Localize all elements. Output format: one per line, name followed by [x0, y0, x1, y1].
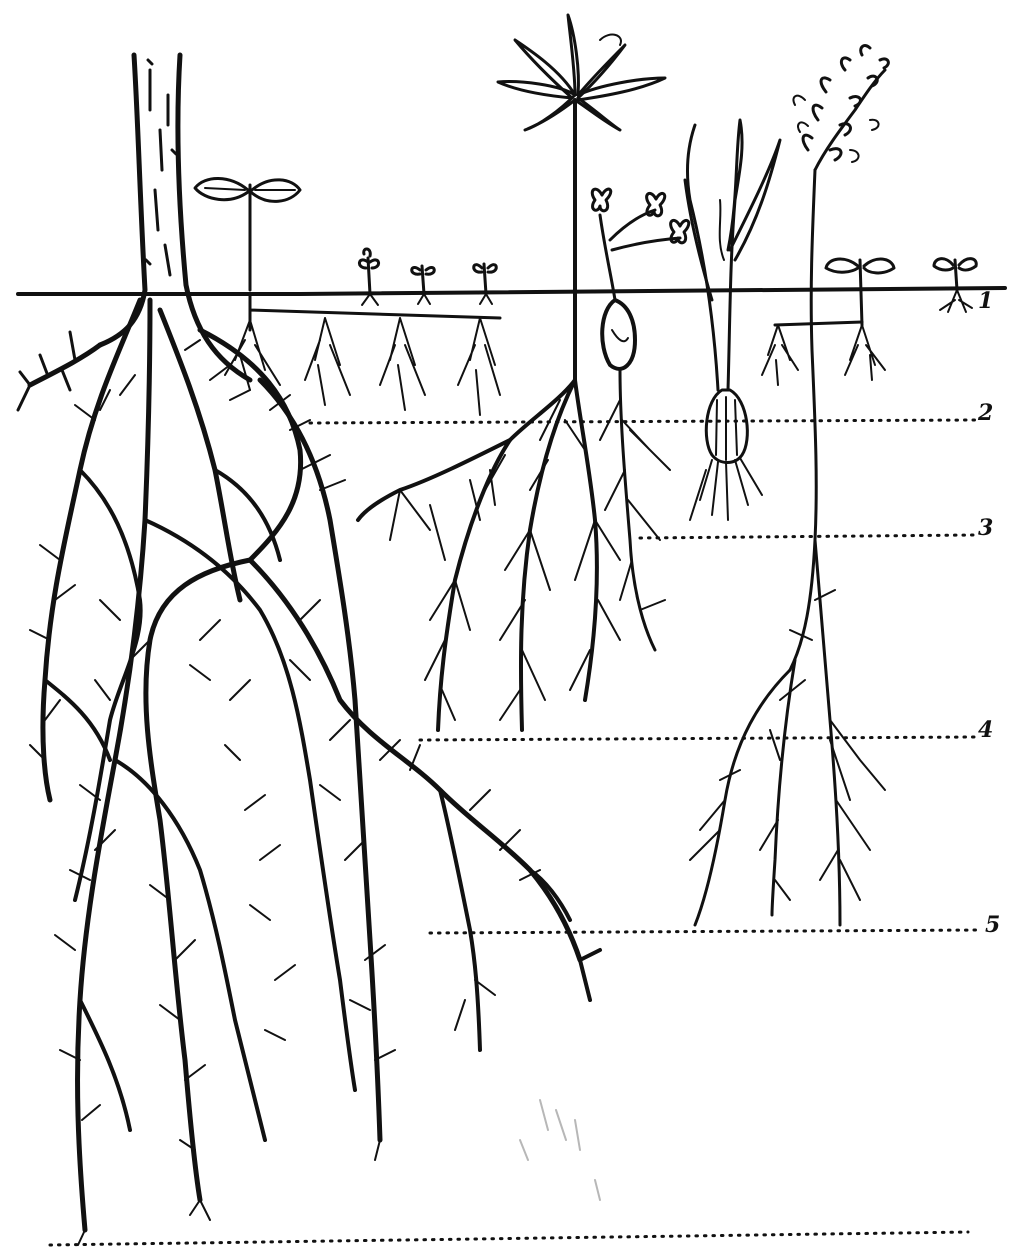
depth-line-bottom — [50, 1232, 968, 1245]
climbing-root-system — [690, 540, 885, 925]
depth-line-5 — [430, 930, 982, 933]
seedling-root-system — [225, 294, 500, 415]
small-sprouts — [359, 249, 496, 305]
depth-label-4: 4 — [978, 717, 993, 743]
tree-root-system — [18, 300, 600, 1245]
bulb-plant — [685, 120, 780, 520]
seedling-plant — [195, 178, 300, 290]
depth-label-3: 3 — [978, 515, 993, 541]
right-seedlings — [762, 259, 976, 385]
palmate-plant — [498, 15, 665, 290]
depth-line-2 — [310, 420, 975, 423]
print-smudge — [520, 1100, 600, 1200]
depth-line-3 — [640, 535, 975, 538]
depth-label-2: 2 — [977, 400, 993, 426]
depth-labels: 1 2 3 4 5 — [977, 288, 1000, 938]
depth-label-1: 1 — [978, 288, 993, 314]
tree-trunk — [100, 55, 250, 380]
depth-label-5: 5 — [985, 912, 1000, 938]
clover-tuber-plant — [592, 189, 688, 650]
depth-line-4 — [420, 737, 975, 740]
ground-line — [18, 288, 1005, 294]
